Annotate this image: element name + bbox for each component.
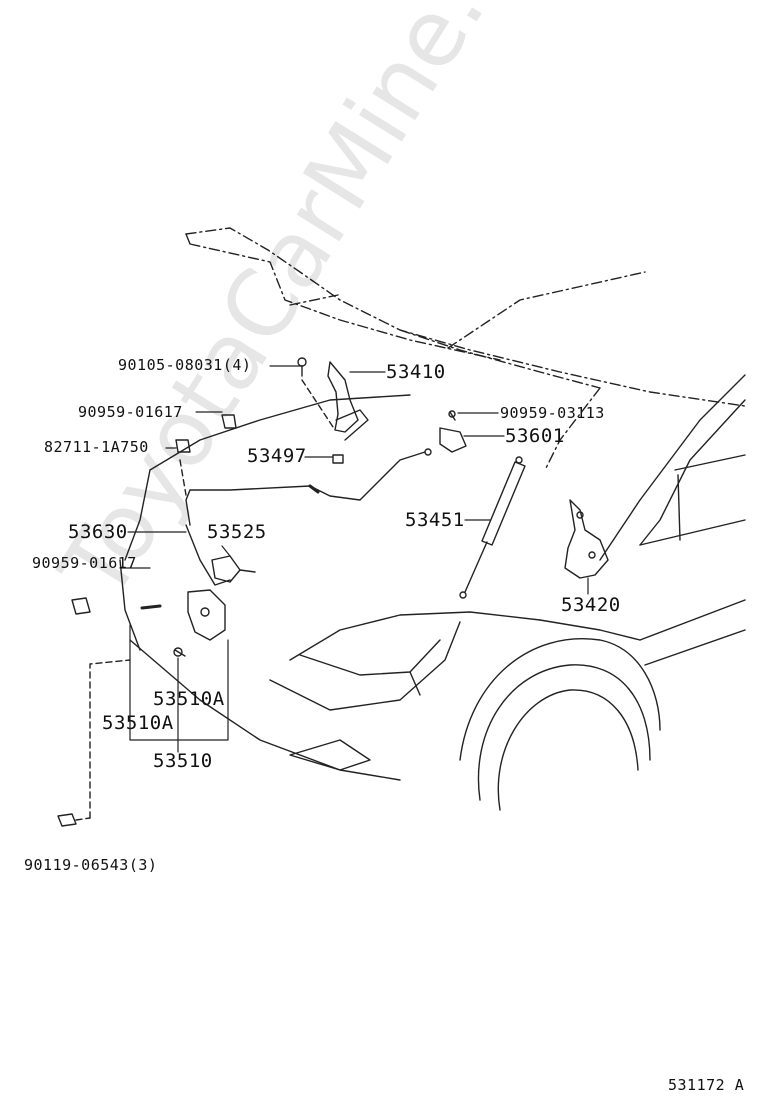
label-53497: 53497 xyxy=(247,445,307,467)
bracket-53601 xyxy=(439,410,467,453)
label-90959-01617-lower: 90959-01617 xyxy=(32,554,137,572)
hood-support-rod xyxy=(459,456,526,599)
bolt-90119 xyxy=(57,659,131,827)
label-53420: 53420 xyxy=(561,594,621,616)
release-cable xyxy=(179,448,432,586)
label-90119-06543: 90119-06543(3) xyxy=(24,856,158,874)
clip-82711 xyxy=(175,439,191,453)
label-53525: 53525 xyxy=(207,521,267,543)
front-wheel xyxy=(459,619,661,811)
label-53510: 53510 xyxy=(153,750,213,772)
label-53510A-upper: 53510A xyxy=(153,688,225,710)
label-82711-1A750: 82711-1A750 xyxy=(44,438,149,456)
grommet-53497 xyxy=(332,454,344,464)
hood-lock-assembly xyxy=(140,589,226,657)
hood-hinge-left xyxy=(297,357,369,441)
label-53630: 53630 xyxy=(68,521,128,543)
hood-hinge-right xyxy=(564,499,609,579)
label-53601: 53601 xyxy=(505,425,565,447)
label-90105-08031: 90105-08031(4) xyxy=(118,356,252,374)
figure-code: 531172 A xyxy=(668,1076,745,1094)
label-90959-01617-top: 90959-01617 xyxy=(78,403,183,421)
label-53451: 53451 xyxy=(405,509,465,531)
clip-90959-lower xyxy=(71,597,91,615)
leader-lines xyxy=(119,365,589,753)
hood-outline xyxy=(185,227,746,471)
control-53525 xyxy=(211,555,256,583)
label-53510A-lower: 53510A xyxy=(102,712,174,734)
front-bumper-outline xyxy=(119,394,541,781)
label-53410: 53410 xyxy=(386,361,446,383)
clip-90959-top xyxy=(221,414,237,429)
body-outline xyxy=(599,374,746,666)
label-90959-03113: 90959-03113 xyxy=(500,404,605,422)
